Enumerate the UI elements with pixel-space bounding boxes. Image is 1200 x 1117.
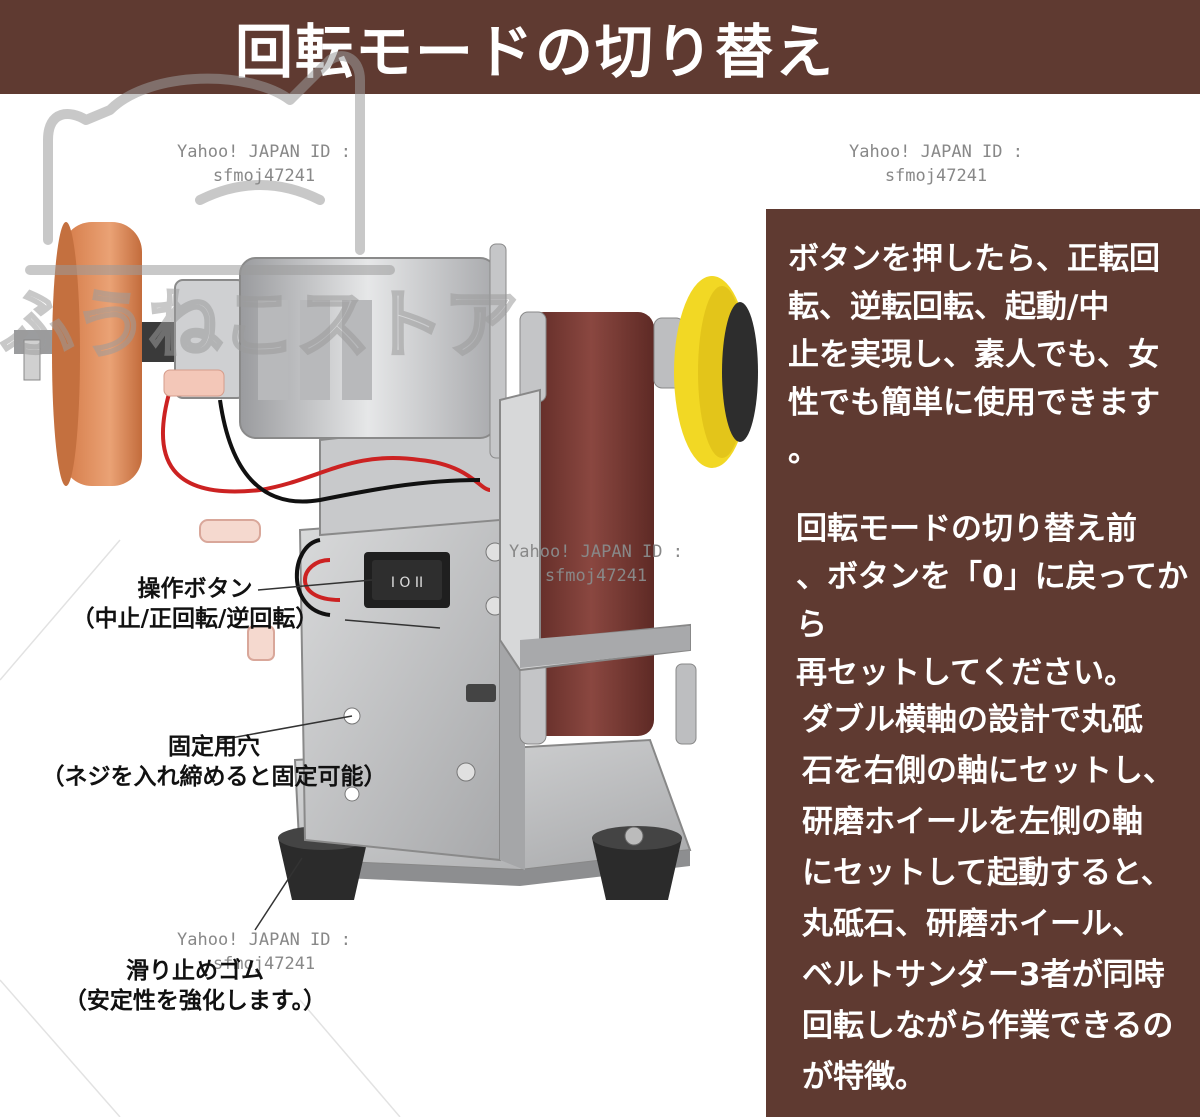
callout-detail: （中止/正回転/逆回転） xyxy=(71,606,319,632)
belt-support-plate xyxy=(499,388,691,672)
watermark: Yahoo! JAPAN ID :sfmoj47241 xyxy=(849,142,1023,186)
callout-title: 操作ボタン xyxy=(137,576,253,602)
reset-note-paragraph: 回転モードの切り替え前 、ボタンを「0」に戻ってから 再セットしてください。 xyxy=(796,511,1189,691)
callout-lines xyxy=(219,579,441,931)
polishing-pad xyxy=(674,276,758,468)
callout-mounting-hole: 固定用穴 （ネジを入れ締めると固定可能） xyxy=(14,732,414,792)
motor xyxy=(163,243,507,459)
rocker-switch: I O II xyxy=(364,552,450,608)
watermark: Yahoo! JAPAN ID :sfmoj47241 xyxy=(177,142,351,186)
info-panel: ボタンを押したら、正転回 転、逆転回転、起動/中 止を実現し、素人でも、女 性で… xyxy=(766,209,1200,1117)
dual-shaft-paragraph: ダブル横軸の設計で丸砥 石を右側の軸にセットし、 研磨ホイールを左側の軸 にセッ… xyxy=(802,702,1174,1095)
callout-detail: （安定性を強化します。） xyxy=(63,988,327,1014)
grinding-wheel xyxy=(52,222,142,486)
callout-rubber-feet: 滑り止めゴム （安定性を強化します。） xyxy=(30,956,360,1016)
callout-detail: （ネジを入れ締めると固定可能） xyxy=(41,764,387,790)
page-title: 回転モードの切り替え xyxy=(234,18,835,86)
watermark: Yahoo! JAPAN ID :sfmoj47241 xyxy=(177,930,351,974)
wiring xyxy=(161,389,491,661)
callout-operation-button: 操作ボタン （中止/正回転/逆回転） xyxy=(30,574,360,634)
callout-title: 滑り止めゴム xyxy=(126,958,264,984)
store-logo-text: ふうねこストア xyxy=(0,282,518,368)
sanding-belt xyxy=(519,311,697,745)
front-bracket xyxy=(298,418,525,870)
switch-symbols: I O II xyxy=(391,575,423,591)
watermark-lines xyxy=(0,539,401,1117)
watermark: Yahoo! JAPAN ID :sfmoj47241 xyxy=(509,542,683,586)
description-paragraph: ボタンを押したら、正転回 転、逆転回転、起動/中 止を実現し、素人でも、女 性で… xyxy=(788,241,1160,469)
callout-title: 固定用穴 xyxy=(168,734,260,760)
product-illustration: I O II xyxy=(0,222,758,1117)
cat-logo-icon: ふうねこストア xyxy=(0,51,520,370)
